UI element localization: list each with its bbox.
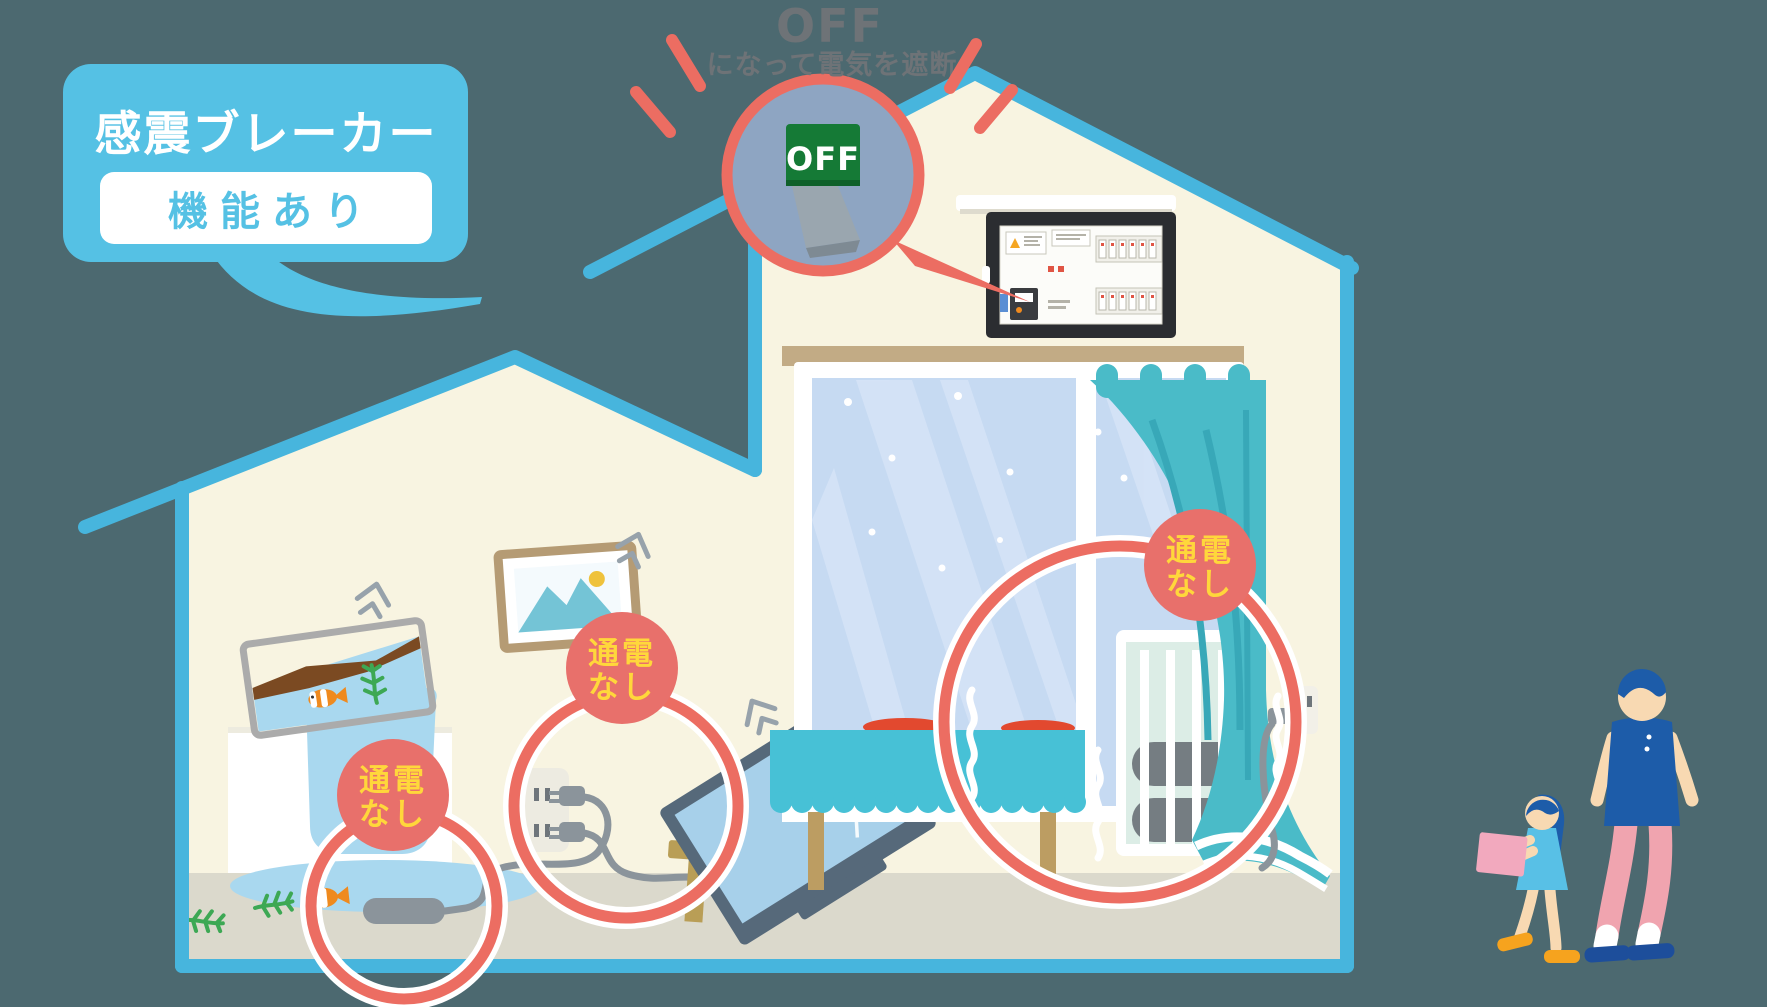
heat-wave — [966, 686, 978, 802]
bubble-status: 機能あり — [168, 189, 376, 235]
child-person — [1476, 794, 1580, 963]
tablecloth — [770, 730, 1085, 802]
shelf — [956, 195, 1176, 211]
speech-bubble: 感震ブレーカー 機能あり — [63, 64, 482, 317]
main-breaker — [1010, 288, 1038, 320]
cord-heater — [441, 793, 612, 915]
house-outline — [78, 66, 1359, 973]
adult-person — [1584, 669, 1699, 963]
right-roof — [583, 66, 1359, 279]
badge-text: 通電 — [359, 763, 427, 799]
warning-icon — [1010, 238, 1020, 248]
unplugged-plug — [549, 786, 585, 806]
callout-tail — [893, 240, 1030, 302]
window-mullion — [1078, 378, 1096, 808]
window-scene — [770, 346, 1333, 892]
carried-box — [1476, 832, 1528, 877]
badge-text: なし — [359, 797, 427, 833]
badge-text: 通電 — [1166, 533, 1234, 569]
no-power-badge-aquarium: 通電 なし — [337, 739, 449, 851]
unplugged-plug — [549, 822, 585, 842]
breaker-row — [1095, 287, 1163, 315]
off-title: OFF — [776, 0, 884, 53]
badge-text: なし — [588, 670, 656, 706]
breaker-row — [1095, 235, 1163, 263]
badge-text: なし — [1166, 567, 1234, 603]
distribution-board — [956, 195, 1176, 338]
off-callout: OFF OFF になって電気を遮断 — [630, 0, 1030, 302]
curtain-trim — [1194, 832, 1333, 878]
highlight-ring-heater — [933, 535, 1307, 909]
people-evacuating — [1476, 669, 1699, 963]
off-subtitle: になって電気を遮断 — [707, 49, 958, 81]
breaker-switch-icon: OFF — [786, 124, 860, 258]
badge-text: 通電 — [588, 636, 656, 672]
no-power-badge-heater: 通電 なし — [1144, 509, 1256, 621]
no-power-badge-outlet: 通電 なし — [566, 612, 678, 724]
curtain-rail — [782, 346, 1244, 366]
left-roof — [78, 350, 762, 534]
bubble-status-box — [100, 172, 432, 244]
picture-frame — [493, 541, 643, 653]
emphasis-dashes — [630, 34, 1018, 138]
switch-label: OFF — [786, 140, 860, 178]
aquarium-heater-bar — [363, 898, 445, 924]
dining-table — [770, 718, 1086, 890]
fish-tank — [239, 617, 437, 739]
bubble-tail — [208, 246, 482, 317]
bubble-title: 感震ブレーカー — [95, 107, 438, 162]
heat-wave — [1092, 746, 1104, 862]
